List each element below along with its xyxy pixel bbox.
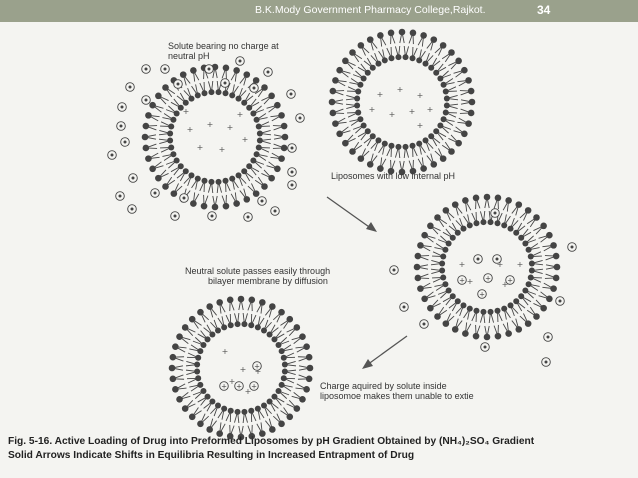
- header-bar: B.K.Mody Government Pharmacy College,Raj…: [0, 0, 638, 22]
- svg-text:+: +: [183, 107, 190, 116]
- slide-number: 34: [537, 3, 551, 17]
- svg-text:+: +: [254, 363, 260, 371]
- figure-caption-line1: Fig. 5-16. Active Loading of Drug into P…: [8, 436, 535, 447]
- svg-text:+: +: [240, 365, 247, 374]
- svg-text:+: +: [227, 123, 234, 132]
- svg-text:+: +: [517, 260, 524, 269]
- svg-text:+: +: [459, 260, 466, 269]
- svg-text:+: +: [251, 383, 257, 391]
- svg-text:+: +: [459, 277, 465, 285]
- low-ph-label: Liposomes with low internal pH: [331, 171, 456, 181]
- svg-text:+: +: [222, 347, 229, 356]
- svg-text:+: +: [497, 260, 504, 269]
- svg-text:+: +: [377, 90, 384, 99]
- svg-text:+: +: [369, 105, 376, 114]
- svg-text:+: +: [502, 280, 509, 289]
- svg-text:+: +: [479, 291, 485, 299]
- svg-text:+: +: [507, 277, 513, 285]
- svg-text:+: +: [242, 135, 249, 144]
- scanned-figure-background: [0, 22, 638, 478]
- svg-text:+: +: [236, 383, 242, 391]
- liposome-charged-trapped: +++++: [168, 295, 314, 441]
- svg-text:+: +: [207, 120, 214, 129]
- svg-text:+: +: [417, 121, 424, 130]
- neutral-label-line1: Neutral solute passes easily through: [185, 266, 331, 276]
- solute-label-line1: Solute bearing no charge at: [168, 41, 279, 51]
- svg-text:+: +: [417, 91, 424, 100]
- liposome-diffusion: +++++: [413, 193, 561, 341]
- svg-text:+: +: [409, 107, 416, 116]
- svg-text:+: +: [237, 110, 244, 119]
- svg-text:+: +: [197, 143, 204, 152]
- charge-label-line1: Charge aquired by solute inside: [320, 381, 447, 391]
- svg-text:+: +: [187, 125, 194, 134]
- charge-label-line2: liposomoe makes them unable to extie: [320, 391, 474, 401]
- svg-text:+: +: [221, 383, 227, 391]
- svg-text:+: +: [229, 377, 236, 386]
- figure-caption-line2: Solid Arrows Indicate Shifts in Equilibr…: [8, 450, 415, 461]
- svg-text:+: +: [485, 275, 491, 283]
- solute-molecules: ++++++++: [107, 56, 577, 391]
- svg-text:+: +: [427, 105, 434, 114]
- liposome-neutral-solute: ++++++++: [141, 63, 289, 211]
- svg-text:+: +: [397, 85, 404, 94]
- arrow-to-trapped: [362, 335, 408, 369]
- svg-text:+: +: [389, 110, 396, 119]
- svg-text:+: +: [255, 367, 262, 376]
- arrow-to-diffusion: [326, 196, 377, 232]
- neutral-label-line2: bilayer membrane by diffusion: [208, 276, 328, 286]
- liposome-diagram: ++++++++ ++++++++ +++++ +++++ ++++++++: [107, 28, 577, 441]
- svg-text:+: +: [245, 387, 252, 396]
- solute-label-line2: neutral pH: [168, 51, 210, 61]
- svg-text:+: +: [467, 277, 474, 286]
- liposome-low-internal-ph: ++++++++: [328, 28, 476, 176]
- svg-text:+: +: [219, 145, 226, 154]
- college-name: B.K.Mody Government Pharmacy College,Raj…: [255, 4, 486, 16]
